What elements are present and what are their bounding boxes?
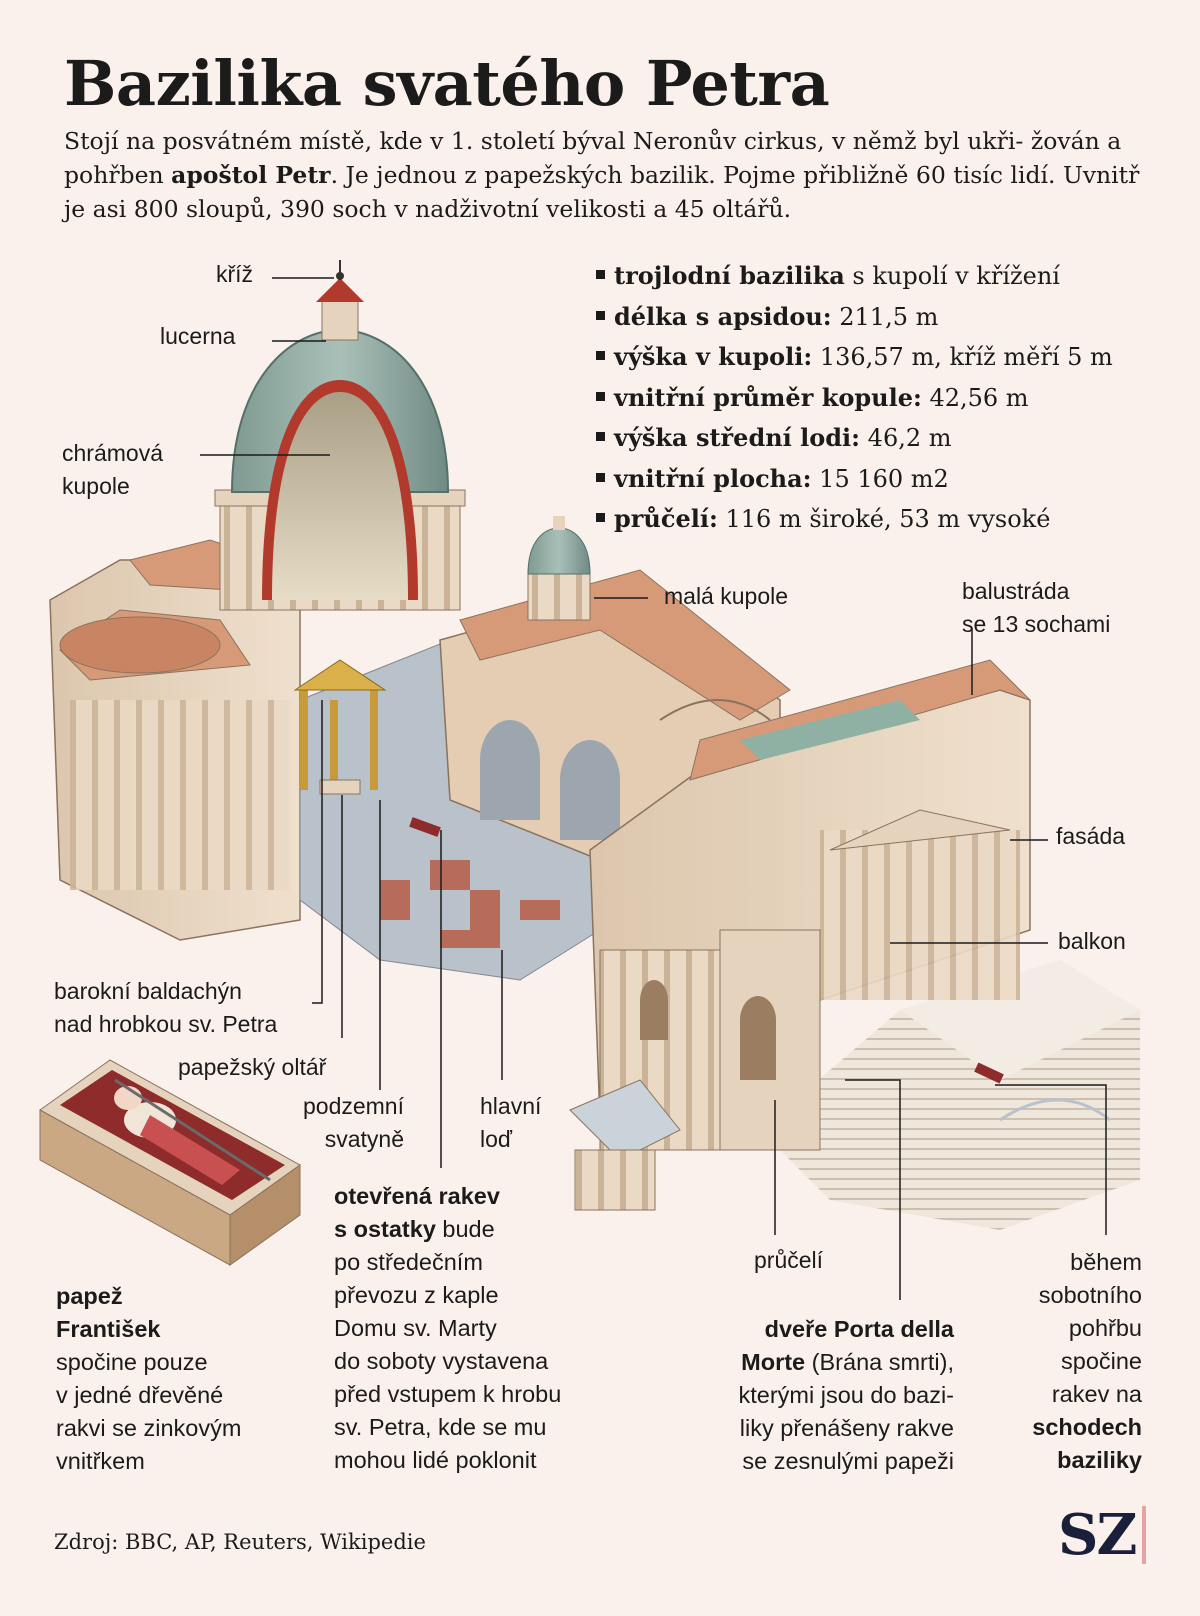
- fact-item: výška střední lodi: 46,2 m: [596, 418, 1113, 459]
- coffin-line: před vstupem k hrobu: [334, 1381, 562, 1407]
- francis-text: papež František spočine pouze v jedné dř…: [56, 1280, 241, 1478]
- fact-label: výška v kupoli:: [614, 342, 813, 371]
- francis-line: spočine pouze: [56, 1349, 208, 1375]
- fact-value: 116 m široké, 53 m vysoké: [717, 505, 1051, 533]
- intro-bold: apoštol Petr: [171, 161, 331, 189]
- coffin-bold-2: s ostatky: [334, 1216, 436, 1242]
- fact-value: 211,5 m: [831, 302, 939, 331]
- coffin-line: sv. Petra, kde se mu: [334, 1414, 547, 1440]
- francis-bold-2: František: [56, 1316, 161, 1342]
- coffin-line: převozu z kaple: [334, 1282, 499, 1308]
- door-text: dveře Porta della Morte (Brána smrti), k…: [640, 1313, 955, 1478]
- fact-label: vnitřní plocha:: [614, 463, 812, 493]
- label-baldachin-line-1: barokní baldachýn: [54, 978, 242, 1004]
- steps-text: během sobotního pohřbu spočine rakev na …: [980, 1246, 1142, 1477]
- fact-item: průčelí: 116 m široké, 53 m vysoké: [596, 499, 1113, 540]
- francis-line: rakvi se zinkovým: [56, 1415, 242, 1441]
- sz-logo: SZ: [1058, 1502, 1137, 1568]
- intro-part-2: . Je jednou z papežských bazilik. Pojme …: [64, 161, 1140, 223]
- fact-value: 46,2 m: [860, 424, 952, 452]
- francis-line: v jedné dřevěné: [56, 1382, 224, 1408]
- label-altar: papežský oltář: [178, 1054, 327, 1080]
- label-nave: hlavní loď: [480, 1090, 541, 1156]
- portico: [569, 1079, 681, 1211]
- label-dome-line-2: kupole: [62, 473, 130, 499]
- fact-label: průčelí:: [614, 504, 718, 533]
- label-balustrade-line-1: balustráda: [962, 578, 1070, 604]
- fact-item: vnitřní plocha: 15 160 m2: [596, 459, 1113, 500]
- source-note: Zdroj: BBC, AP, Reuters, Wikipedie: [54, 1530, 426, 1554]
- coffin-line: po středečním: [334, 1249, 483, 1275]
- fact-item: vnitřní průměr kopule: 42,56 m: [596, 378, 1113, 419]
- francis-bold-1: papež: [56, 1283, 123, 1309]
- door-line: kterými jsou do bazi-: [738, 1382, 955, 1408]
- steps-line: rakev na: [1051, 1381, 1142, 1407]
- baldachin: [293, 659, 387, 795]
- label-cross: kříž: [216, 261, 254, 287]
- coffin-line: mohou lidé poklonit: [334, 1447, 537, 1473]
- fact-value: 42,56 m: [921, 383, 1029, 412]
- fact-label: trojlodní bazilika: [614, 261, 845, 290]
- label-baldachin: barokní baldachýn nad hrobkou sv. Petra: [54, 975, 277, 1041]
- label-baldachin-line-2: nad hrobkou sv. Petra: [54, 1011, 278, 1037]
- label-balustrade-line-2: se 13 sochami: [962, 611, 1111, 637]
- steps-line: spočine: [1061, 1348, 1142, 1374]
- coffin-line-rest: bude: [435, 1216, 495, 1242]
- steps-bold-2: baziliky: [1057, 1447, 1142, 1473]
- fact-value: 136,57 m, kříž měří 5 m: [812, 343, 1113, 371]
- coffin-open: [409, 817, 441, 837]
- coffin-steps: [974, 1062, 1004, 1084]
- main-dome: [214, 260, 466, 611]
- label-balustrade: balustráda se 13 sochami: [962, 575, 1110, 641]
- label-nave-line-1: hlavní: [480, 1093, 542, 1119]
- fact-label: délka s apsidou:: [614, 301, 832, 331]
- francis-coffin: [39, 1059, 301, 1266]
- coffin-line: Domu sv. Marty: [334, 1315, 497, 1341]
- fact-label: výška střední lodi:: [614, 423, 861, 452]
- steps-line: pohřbu: [1068, 1315, 1142, 1341]
- steps: [760, 960, 1140, 1230]
- small-dome: [527, 516, 591, 621]
- door-bold-1: dveře Porta della: [764, 1316, 954, 1342]
- label-facade: fasáda: [1056, 823, 1126, 849]
- francis-line: vnitřkem: [56, 1448, 145, 1474]
- coffin-bold-1: otevřená rakev: [334, 1183, 500, 1209]
- logo-accent-bar: [1142, 1506, 1146, 1564]
- facts-list: trojlodní bazilika s kupolí v křížení dé…: [596, 256, 1113, 540]
- fact-item: výška v kupoli: 136,57 m, kříž měří 5 m: [596, 337, 1113, 378]
- page-title: Bazilika svatého Petra: [64, 47, 830, 120]
- label-crypt-line-1: podzemní: [302, 1093, 404, 1119]
- intro-part-1: Stojí na posvátném místě, kde v 1. stole…: [64, 127, 1122, 189]
- door-line: liky přenášeny rakve: [739, 1415, 954, 1441]
- door-line-rest: (Brána smrti),: [805, 1349, 954, 1375]
- apse-left: [49, 539, 301, 941]
- leader-lines: [200, 277, 1107, 1300]
- label-dome: chrámová kupole: [62, 437, 163, 503]
- coffin-line: do soboty vystavena: [334, 1348, 549, 1374]
- label-dome-line-1: chrámová: [62, 440, 163, 466]
- label-lantern: lucerna: [160, 323, 236, 349]
- coffin-text: otevřená rakev s ostatky bude po středeč…: [334, 1180, 561, 1477]
- steps-line: sobotního: [1038, 1282, 1142, 1308]
- intro-text: Stojí na posvátném místě, kde v 1. stole…: [64, 124, 1144, 226]
- steps-line: během: [1070, 1249, 1142, 1275]
- fact-value: s kupolí v křížení: [844, 262, 1060, 290]
- label-crypt: podzemní svatyně: [262, 1090, 404, 1156]
- steps-bold-1: schodech: [1032, 1414, 1142, 1440]
- fact-value: 15 160 m2: [811, 464, 949, 493]
- fact-label: vnitřní průměr kopule:: [614, 382, 922, 412]
- fact-item: délka s apsidou: 211,5 m: [596, 297, 1113, 338]
- fact-item: trojlodní bazilika s kupolí v křížení: [596, 256, 1113, 297]
- label-balcony: balkon: [1058, 928, 1126, 954]
- door-bold-2: Morte: [741, 1349, 806, 1375]
- label-front: průčelí: [754, 1247, 824, 1273]
- label-small-dome: malá kupole: [664, 583, 789, 609]
- facade-block: [589, 659, 1031, 1151]
- label-crypt-line-2: svatyně: [324, 1126, 404, 1152]
- label-nave-line-2: loď: [480, 1126, 513, 1152]
- door-line: se zesnulými papeži: [742, 1448, 954, 1474]
